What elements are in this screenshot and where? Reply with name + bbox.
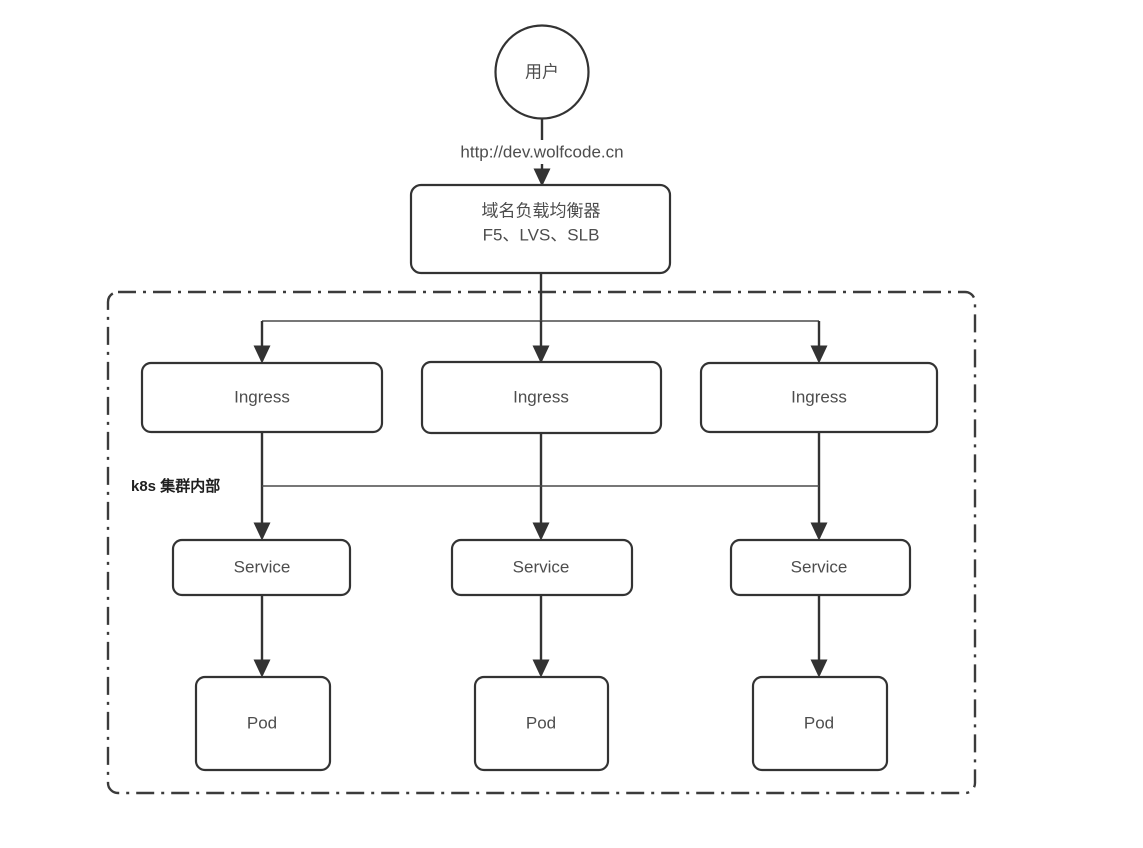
service-label-1: Service: [234, 557, 291, 576]
pod-box-3[interactable]: [751, 675, 889, 772]
edge-label-user-url: http://dev.wolfcode.cn: [460, 142, 623, 161]
service-label-2: Service: [513, 557, 570, 576]
ingress-label-3: Ingress: [791, 387, 847, 406]
service-box-3[interactable]: [729, 538, 912, 597]
ingress-label-2: Ingress: [513, 387, 569, 406]
pod-box-2[interactable]: [473, 675, 610, 772]
pod-label-1: Pod: [247, 713, 277, 732]
pod-box-1[interactable]: [194, 675, 332, 772]
ingress-label-1: Ingress: [234, 387, 290, 406]
pod-label-2: Pod: [526, 713, 556, 732]
k8s-cluster-zone-label: k8s 集群内部: [131, 477, 220, 495]
service-label-3: Service: [791, 557, 848, 576]
pod-label-3: Pod: [804, 713, 834, 732]
load-balancer-label-line1: 域名负载均衡器: [482, 201, 601, 220]
load-balancer-label-line2: F5、LVS、SLB: [483, 225, 600, 244]
user-actor-label: 用户: [525, 62, 559, 81]
